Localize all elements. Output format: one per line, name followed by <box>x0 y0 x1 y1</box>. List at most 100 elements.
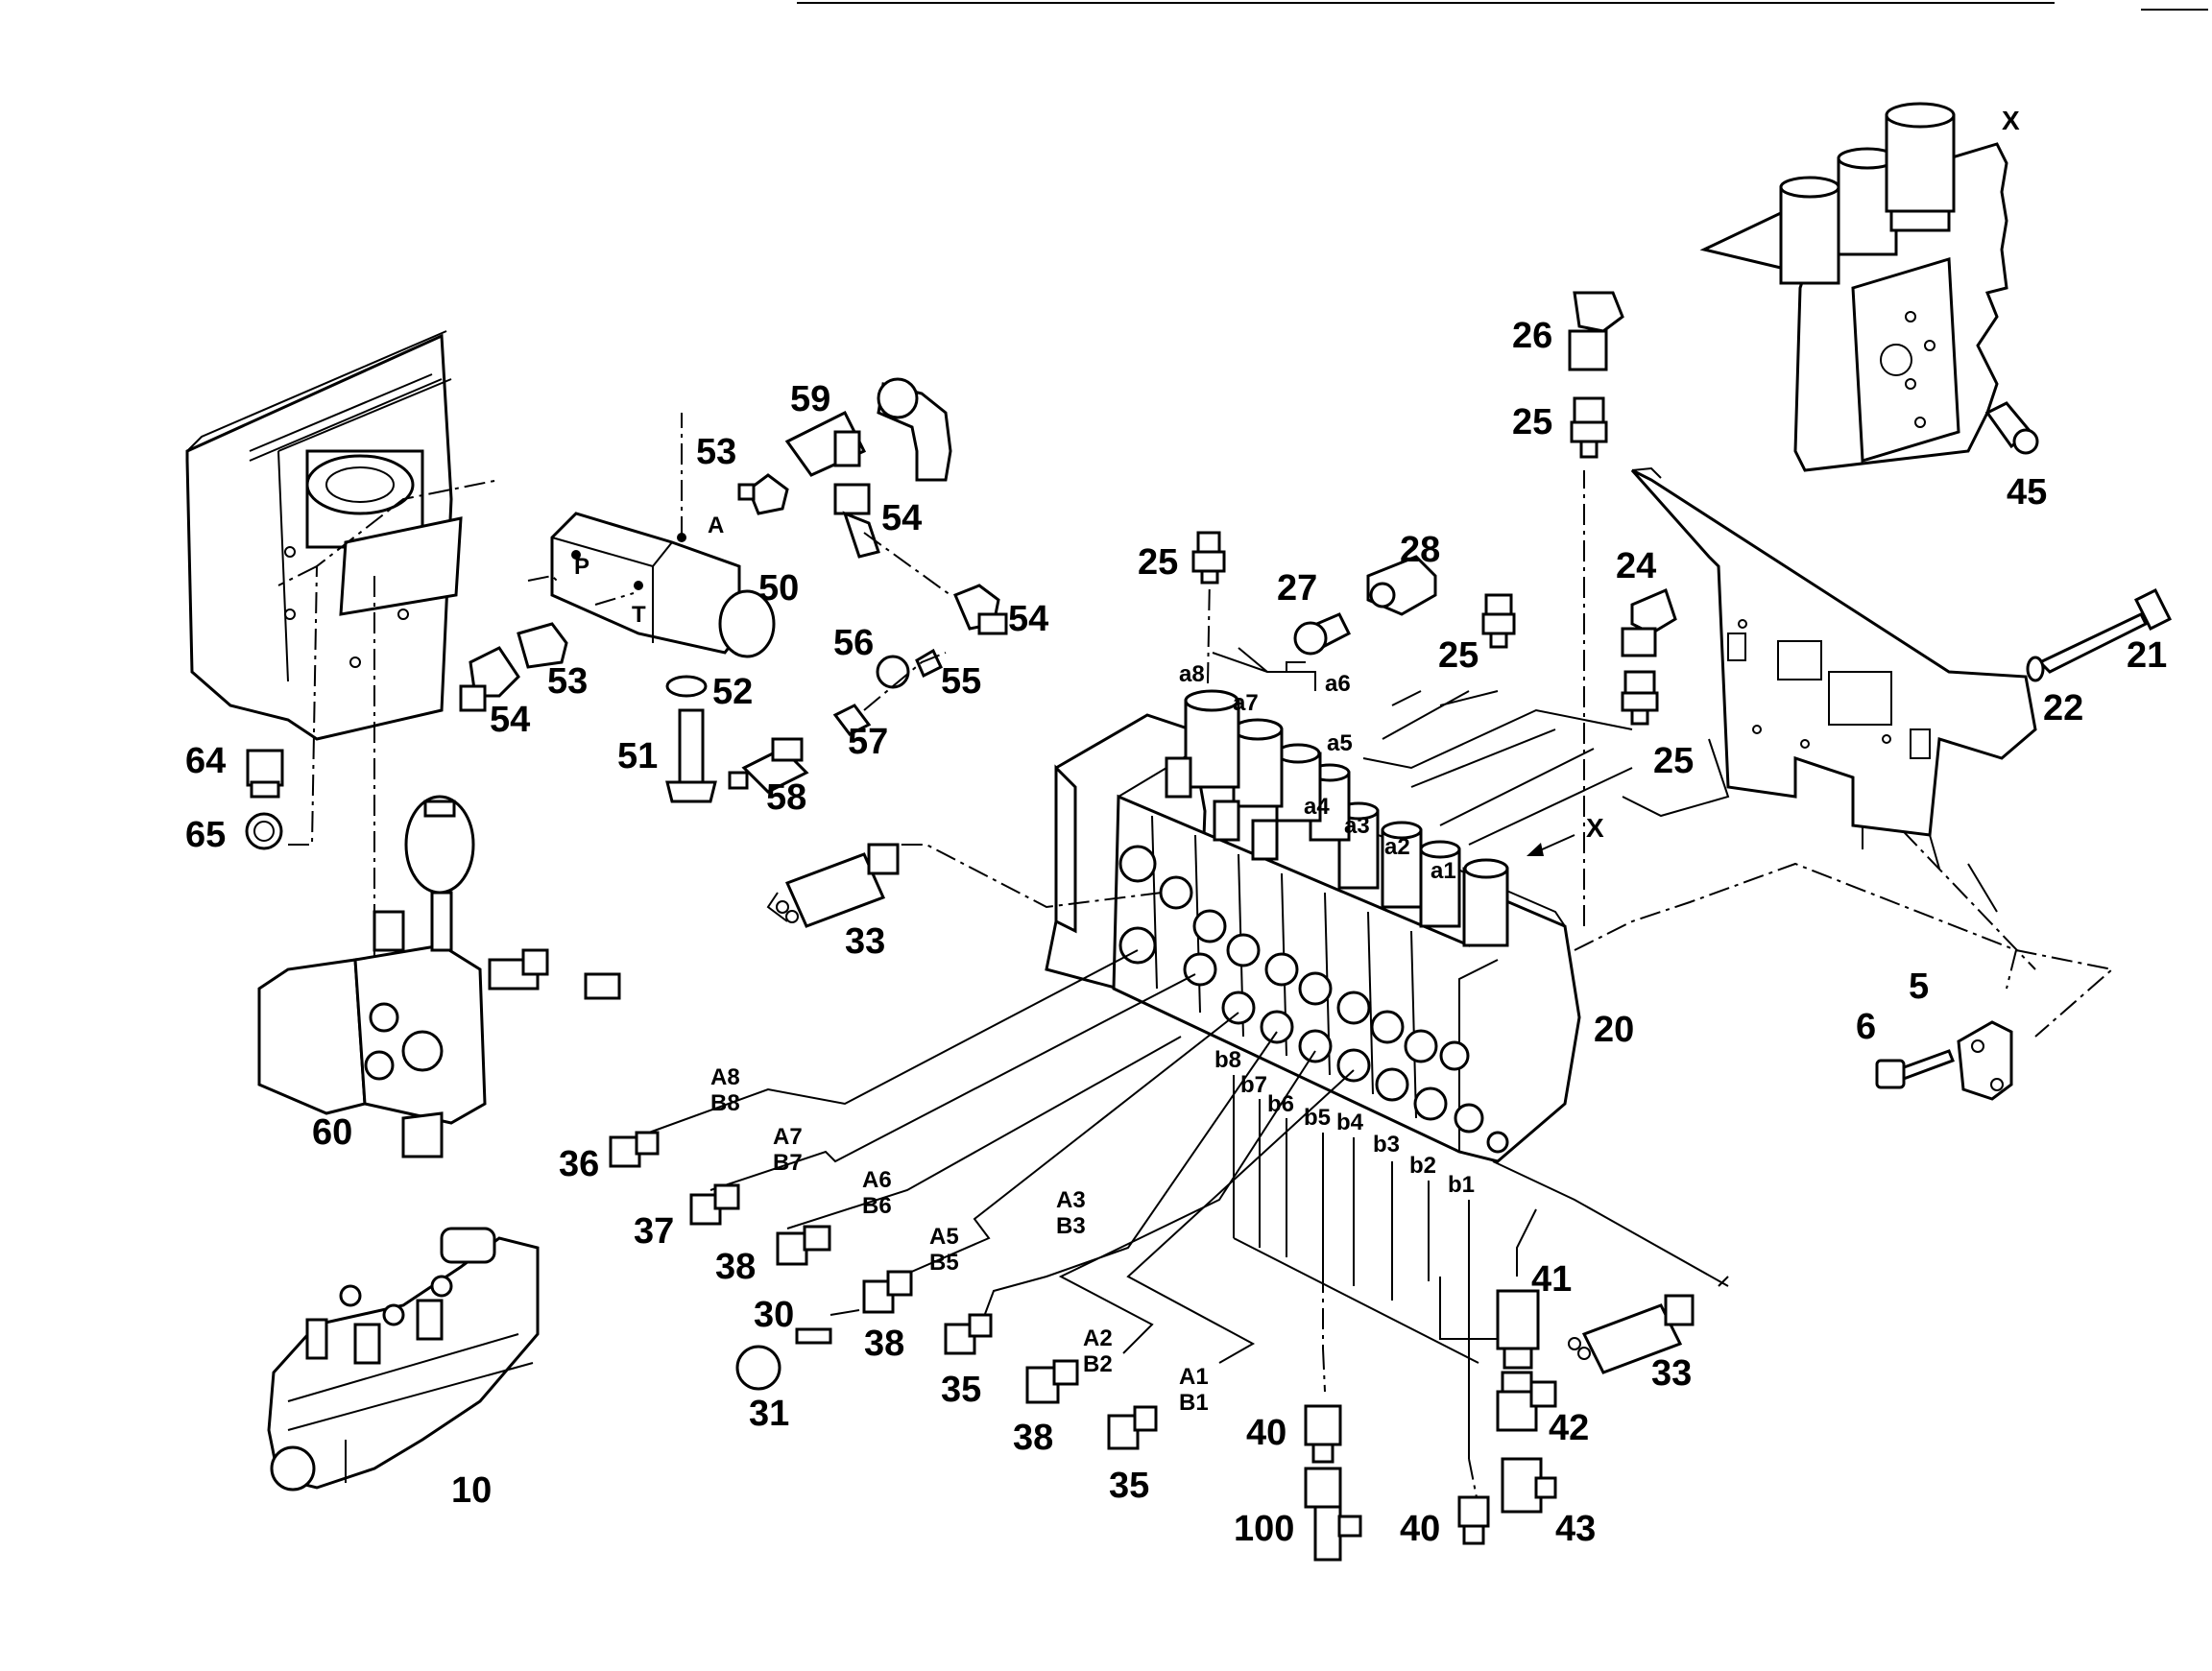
callout-50: 50 <box>758 568 799 609</box>
label-b8: b8 <box>1214 1047 1241 1073</box>
quick-coupling-33-right <box>1568 1294 1695 1374</box>
callout-20: 20 <box>1594 1010 1634 1050</box>
plug-38a <box>776 1225 831 1266</box>
label-a4: a4 <box>1304 794 1330 820</box>
callout-21: 21 <box>2127 635 2167 676</box>
quick-coupling-33-left <box>766 843 900 928</box>
label-A2: A2 <box>1083 1325 1113 1351</box>
valve-assembly-60 <box>257 795 621 1158</box>
callout-53-lower: 53 <box>547 661 588 702</box>
callout-24: 24 <box>1616 546 1656 586</box>
solenoid-1 <box>1779 185 1840 285</box>
callout-6: 6 <box>1856 1007 1876 1047</box>
callout-51: 51 <box>617 736 658 776</box>
label-A1: A1 <box>1179 1364 1209 1390</box>
fitting-41 <box>1496 1289 1540 1350</box>
fitting-40 <box>1304 1404 1342 1446</box>
label-b4: b4 <box>1336 1110 1364 1135</box>
label-b1: b1 <box>1448 1172 1475 1198</box>
washer-65 <box>245 812 283 850</box>
callout-52: 52 <box>712 672 753 712</box>
hose-elbow <box>877 377 952 482</box>
callout-33-right: 33 <box>1651 1353 1692 1394</box>
callout-31: 31 <box>749 1394 789 1434</box>
callout-38c: 38 <box>1013 1418 1053 1458</box>
fitting-59 <box>784 410 867 477</box>
bolt-6 <box>1875 1049 1955 1089</box>
label-B3: B3 <box>1056 1213 1086 1239</box>
b-port-labels: b8 b7 b6 b5 b4 b3 b2 b1 <box>1214 1047 1479 1459</box>
callout-26: 26 <box>1512 316 1552 356</box>
callout-25-mid: 25 <box>1438 635 1479 676</box>
plug-37 <box>689 1183 740 1226</box>
callout-60: 60 <box>312 1112 352 1153</box>
label-a3: a3 <box>1344 813 1370 839</box>
fitting-45-icon <box>1984 401 2039 455</box>
label-a2: a2 <box>1384 834 1410 860</box>
fitting-42 <box>1501 1371 1533 1394</box>
fitting-25-right <box>1621 670 1659 726</box>
label-a1: a1 <box>1431 858 1456 884</box>
fitting-40-100 <box>1304 1404 1362 1562</box>
port-T: T <box>632 602 646 628</box>
elbow-54-lower <box>459 646 520 712</box>
label-b3: b3 <box>1373 1132 1400 1158</box>
callout-10: 10 <box>451 1470 492 1511</box>
callout-43: 43 <box>1555 1509 1596 1549</box>
fitting-64 <box>246 749 284 799</box>
spacer-57 <box>832 704 872 736</box>
callout-40a: 40 <box>1246 1413 1286 1453</box>
callout-42: 42 <box>1549 1408 1589 1448</box>
callout-35a: 35 <box>941 1370 981 1410</box>
fitting-25-top <box>1191 531 1226 585</box>
view-x-label: X <box>2002 106 2020 135</box>
label-B8: B8 <box>710 1090 740 1116</box>
fitting-54-upper <box>833 483 880 559</box>
plug-38c <box>1025 1359 1079 1404</box>
callout-57: 57 <box>848 722 888 762</box>
label-A7: A7 <box>773 1124 803 1150</box>
fitting-53-lower <box>517 622 568 669</box>
frame-assembly <box>185 330 463 741</box>
fitting-53-upper <box>737 473 789 515</box>
label-B2: B2 <box>1083 1351 1113 1377</box>
solenoid-4 <box>1885 113 1956 213</box>
callout-30: 30 <box>754 1295 794 1335</box>
label-A3: A3 <box>1056 1187 1086 1213</box>
label-b7: b7 <box>1240 1072 1267 1098</box>
nut-56 <box>876 655 910 689</box>
callout-55: 55 <box>941 661 981 702</box>
callout-38b: 38 <box>864 1324 904 1364</box>
label-B1: B1 <box>1179 1390 1209 1416</box>
callout-54-right: 54 <box>1008 599 1048 639</box>
sensor-58 <box>728 737 809 794</box>
callout-64: 64 <box>185 741 226 781</box>
callout-54-upper: 54 <box>881 498 922 538</box>
fitting-40-right <box>1457 1495 1490 1545</box>
fitting-24 <box>1621 587 1677 657</box>
callout-25-right: 25 <box>1653 741 1694 781</box>
callout-27: 27 <box>1277 568 1317 609</box>
plate-5 <box>1957 1020 2013 1101</box>
plug-38b <box>862 1270 913 1314</box>
label-b2: b2 <box>1409 1153 1436 1179</box>
callout-28: 28 <box>1400 530 1440 570</box>
washer-22 <box>2026 656 2045 682</box>
callout-65: 65 <box>185 815 226 855</box>
callout-38a: 38 <box>715 1247 756 1287</box>
label-b5: b5 <box>1304 1105 1331 1131</box>
plug-35a <box>944 1313 993 1355</box>
fitting-26 <box>1568 291 1624 371</box>
label-A8: A8 <box>710 1064 740 1090</box>
fitting-25-mid <box>1481 593 1516 649</box>
fitting-25-upper <box>1570 396 1608 459</box>
solenoid-valve-50: P T A <box>527 413 776 658</box>
assembly-lines <box>883 470 2115 1498</box>
callout-45: 45 <box>2007 472 2047 513</box>
callout-59: 59 <box>790 379 830 419</box>
pilot-caps <box>1165 689 1509 947</box>
plug-35b <box>1107 1405 1158 1450</box>
fitting-54-right <box>953 584 1008 635</box>
